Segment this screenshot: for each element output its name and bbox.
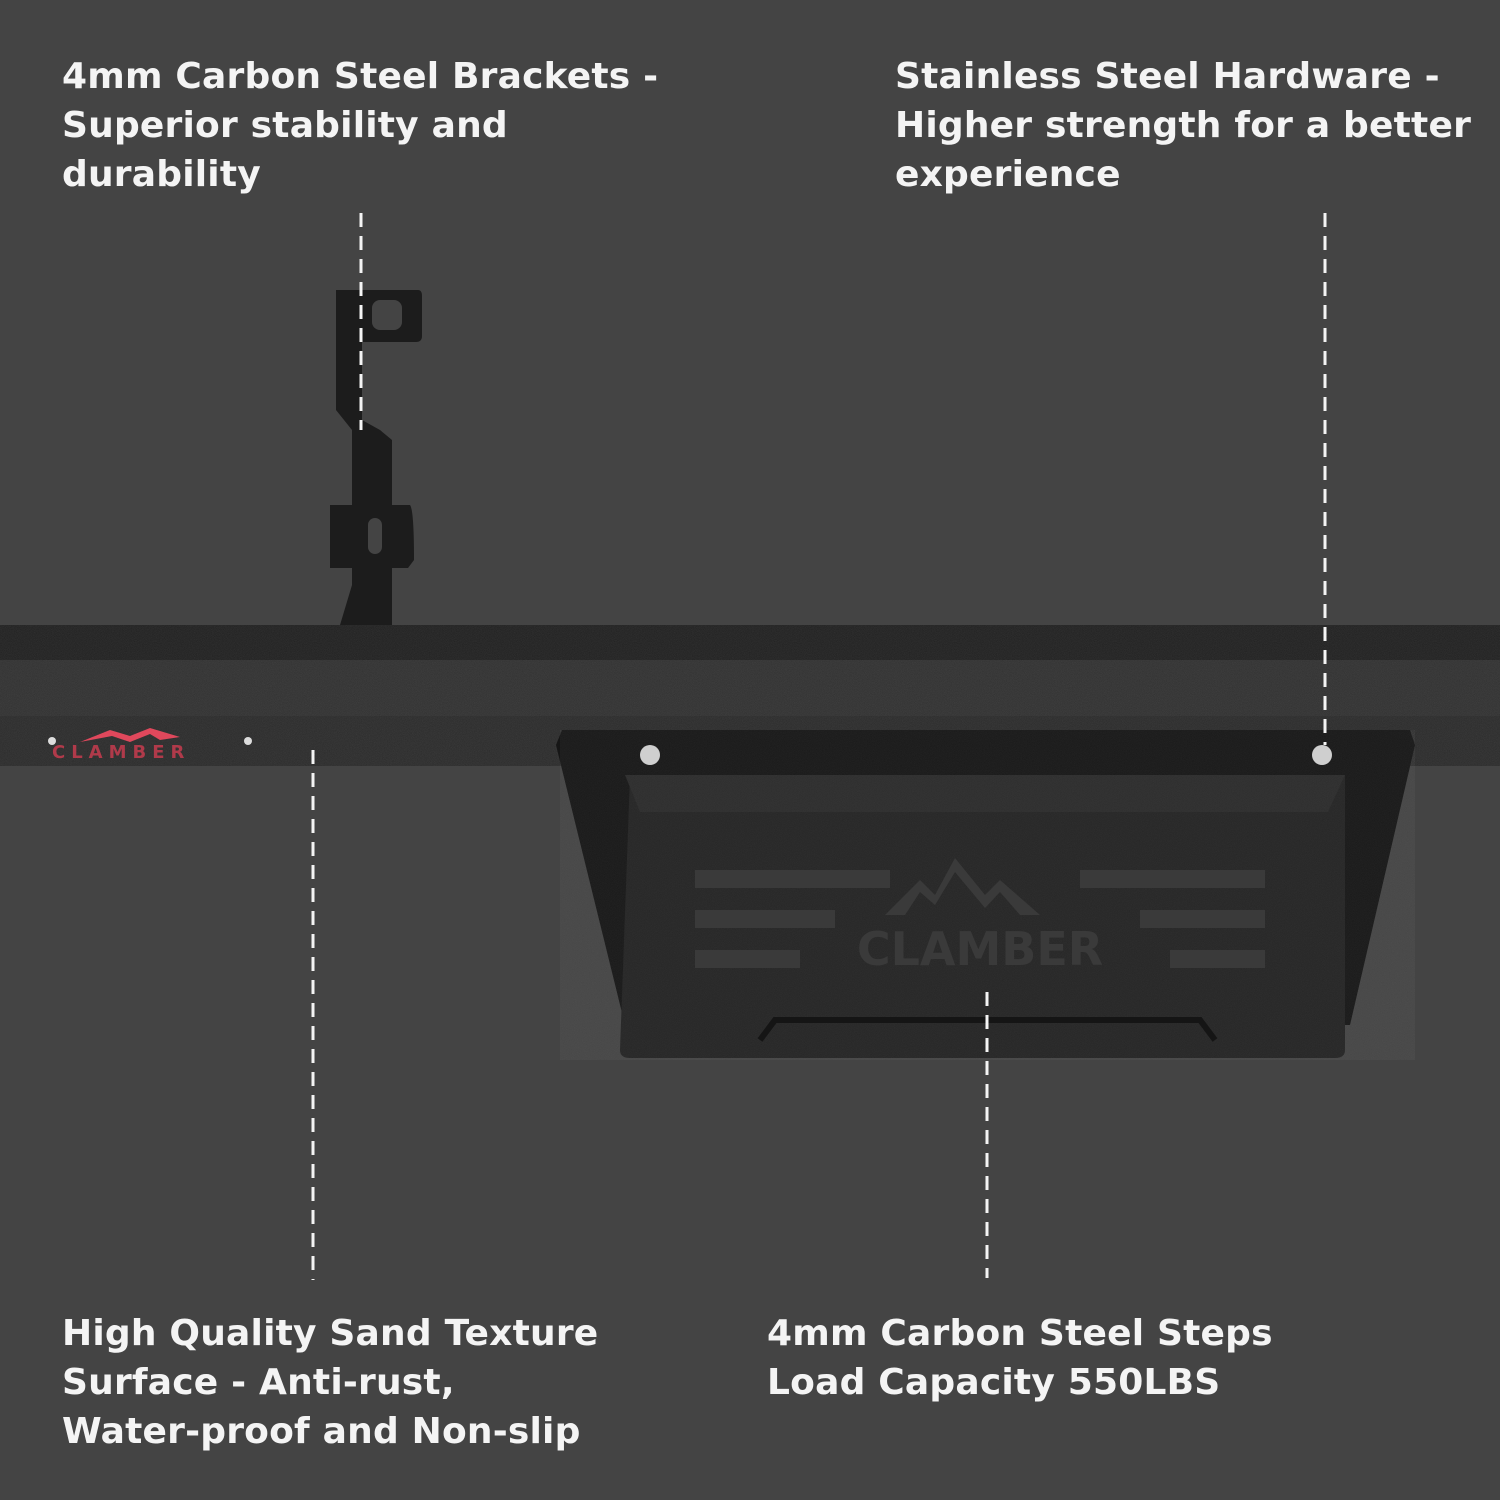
callout-line: High Quality Sand Texture bbox=[62, 1313, 599, 1354]
callout-line: Superior stability and bbox=[62, 105, 508, 146]
callout-line: Load Capacity 550LBS bbox=[767, 1362, 1221, 1403]
callout-line: Stainless Steel Hardware - bbox=[895, 56, 1440, 97]
callout-texture: High Quality Sand Texture Surface - Anti… bbox=[62, 1309, 598, 1456]
step-platform: CLAMBER bbox=[556, 730, 1415, 1060]
callout-line: Surface - Anti-rust, bbox=[62, 1362, 455, 1403]
callout-line: Higher strength for a better bbox=[895, 105, 1472, 146]
callout-line: Water-proof and Non-slip bbox=[62, 1411, 581, 1452]
callout-line: 4mm Carbon Steel Brackets - bbox=[62, 56, 659, 97]
step-logo-text: CLAMBER bbox=[857, 922, 1103, 976]
rail-logo: CLAMBER bbox=[48, 728, 252, 763]
callout-brackets: 4mm Carbon Steel Brackets - Superior sta… bbox=[62, 52, 658, 199]
rail-logo-text: CLAMBER bbox=[52, 742, 190, 763]
callout-line: durability bbox=[62, 154, 261, 195]
callout-line: experience bbox=[895, 154, 1121, 195]
stainless-screw-icon bbox=[640, 745, 660, 765]
callout-line: 4mm Carbon Steel Steps bbox=[767, 1313, 1273, 1354]
leader-lines bbox=[311, 213, 1327, 1280]
callout-steps: 4mm Carbon Steel Steps Load Capacity 550… bbox=[767, 1309, 1273, 1407]
screw-icon bbox=[48, 737, 56, 745]
mounting-bracket bbox=[330, 290, 422, 625]
stainless-screw-icon bbox=[1312, 745, 1332, 765]
callout-hardware: Stainless Steel Hardware - Higher streng… bbox=[895, 52, 1471, 199]
screw-icon bbox=[244, 737, 252, 745]
